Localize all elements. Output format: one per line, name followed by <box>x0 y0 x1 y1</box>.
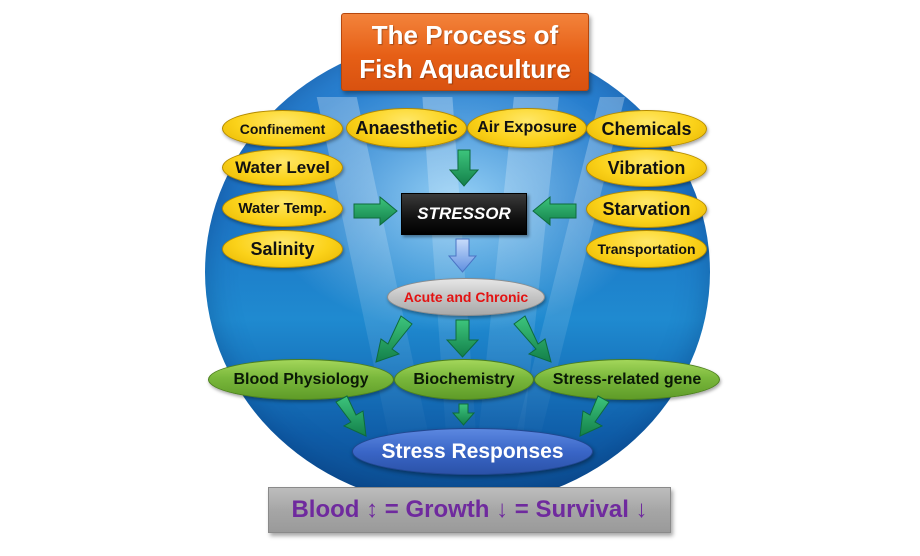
arrow-to-blood-physiology <box>375 315 413 363</box>
stress-responses: Stress Responses <box>352 428 593 475</box>
stressor-box: STRESSOR <box>401 193 527 235</box>
arrow-down-stressor <box>447 238 478 273</box>
acute-chronic-label: Acute and Chronic <box>387 278 545 316</box>
arrow-biochem-to-responses <box>451 403 476 426</box>
arrow-gene-to-responses <box>579 395 610 437</box>
stressor-water-temp: Water Temp. <box>222 190 343 227</box>
stressor-anaesthetic: Anaesthetic <box>346 108 467 148</box>
arrow-to-stress-gene <box>513 315 552 363</box>
title-box: The Process of Fish Aquaculture <box>341 13 589 91</box>
stressor-starvation: Starvation <box>586 190 707 228</box>
response-biochemistry: Biochemistry <box>394 359 534 400</box>
stressor-transportation: Transportation <box>586 230 707 268</box>
arrow-to-biochemistry <box>445 319 480 358</box>
summary-bar: Blood ↕ = Growth ↓ = Survival ↓ <box>268 487 671 533</box>
stressor-confinement: Confinement <box>222 110 343 147</box>
stressor-salinity: Salinity <box>222 230 343 268</box>
title-line-2: Fish Aquaculture <box>359 54 571 84</box>
stressor-water-level: Water Level <box>222 149 343 186</box>
arrow-left-right-side <box>532 195 577 227</box>
title-line-1: The Process of <box>371 20 559 50</box>
arrow-down-top <box>448 149 480 187</box>
response-stress-related-gene: Stress-related gene <box>534 359 720 400</box>
arrow-blood-to-responses <box>335 395 367 437</box>
stressor-chemicals: Chemicals <box>586 110 707 148</box>
response-blood-physiology: Blood Physiology <box>208 359 394 400</box>
stressor-vibration: Vibration <box>586 149 707 187</box>
arrow-right-left-side <box>353 195 398 227</box>
